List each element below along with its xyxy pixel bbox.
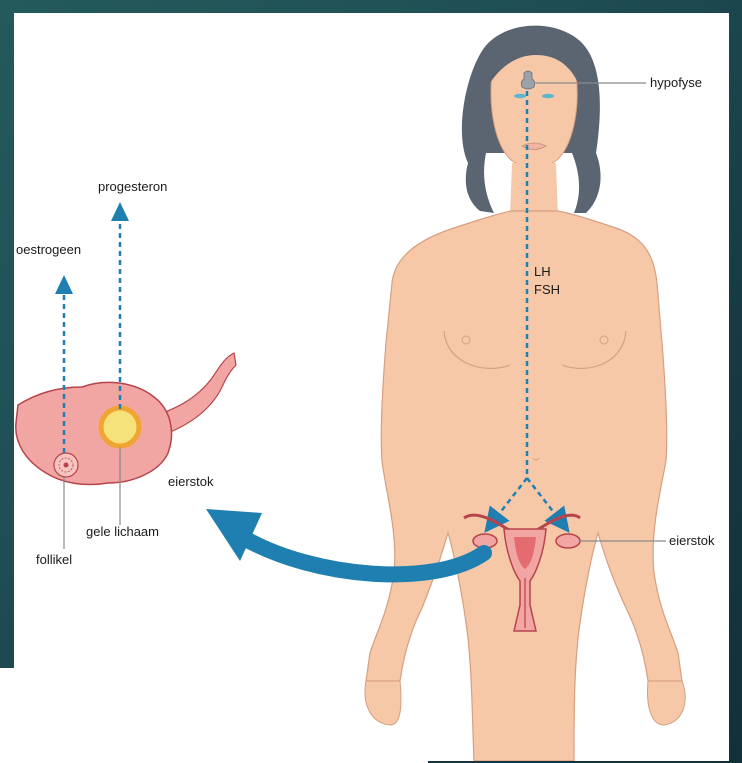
label-follikel: follikel bbox=[36, 553, 72, 566]
figure-illustration bbox=[14, 13, 729, 761]
label-progesteron: progesteron bbox=[98, 180, 167, 193]
left-hand bbox=[365, 681, 401, 725]
label-eierstok-body: eierstok bbox=[669, 534, 715, 547]
right-hand bbox=[648, 681, 686, 725]
torso bbox=[366, 211, 682, 761]
label-gele-lichaam: gele lichaam bbox=[86, 525, 159, 538]
label-lh: LH bbox=[534, 265, 551, 278]
label-eierstok-zoom: eierstok bbox=[168, 475, 214, 488]
dashed-up-arrow-icon-2 bbox=[111, 202, 129, 221]
corpus-luteum bbox=[101, 408, 139, 446]
curved-left-arrow-icon bbox=[244, 538, 484, 574]
ovary-zoom bbox=[16, 353, 236, 485]
label-fsh: FSH bbox=[534, 283, 560, 296]
label-hypofyse: hypofyse bbox=[650, 76, 702, 89]
right-eye bbox=[542, 94, 554, 98]
neck bbox=[510, 163, 558, 218]
left-eye bbox=[514, 94, 526, 98]
dashed-up-arrow-icon bbox=[55, 275, 73, 294]
label-oestrogeen: oestrogeen bbox=[16, 243, 81, 256]
woman-figure bbox=[365, 26, 685, 761]
anatomy-figure: hypofyse LH FSH eierstok eierstok proges… bbox=[14, 13, 729, 761]
